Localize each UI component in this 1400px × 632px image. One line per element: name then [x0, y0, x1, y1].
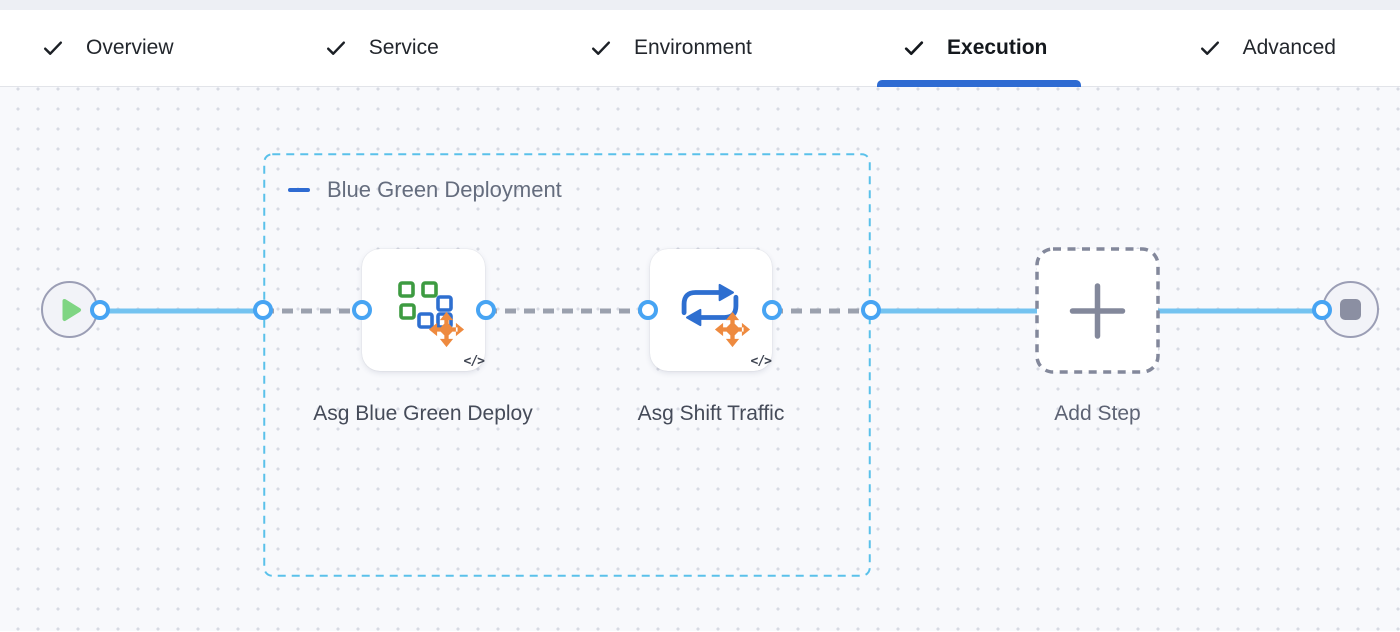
step-group-blue-green-deployment[interactable]: Blue Green Deployment — [263, 153, 871, 577]
connector-port[interactable] — [252, 300, 273, 320]
tab-label: Service — [368, 36, 439, 59]
code-template-icon: </> — [750, 354, 773, 369]
move-arrows-icon — [428, 311, 465, 348]
asg-blue-green-deploy-icon — [398, 281, 453, 329]
connector-port[interactable] — [1311, 300, 1332, 320]
tab-execution[interactable]: Execution — [877, 10, 1082, 87]
move-arrows-icon — [714, 311, 751, 348]
play-icon — [62, 298, 81, 321]
pipeline-canvas[interactable]: Blue Green Deployment </> — [0, 87, 1400, 631]
stop-icon — [1340, 299, 1361, 320]
connector-port[interactable] — [637, 300, 658, 320]
tab-advanced[interactable]: Advanced — [1199, 10, 1336, 86]
tab-label: Environment — [633, 36, 752, 59]
tab-label: Advanced — [1242, 36, 1336, 59]
check-icon — [326, 41, 345, 55]
check-icon — [904, 41, 924, 56]
connector-port[interactable] — [89, 300, 110, 320]
tab-environment[interactable]: Environment — [590, 10, 752, 86]
check-icon — [1200, 41, 1219, 55]
group-header: Blue Green Deployment — [288, 177, 562, 203]
connector-port[interactable] — [475, 300, 496, 320]
step-node-asg-shift-traffic[interactable]: </> — [650, 249, 772, 371]
group-label: Blue Green Deployment — [327, 177, 562, 202]
add-step-dashed-box — [1035, 247, 1160, 374]
tab-service[interactable]: Service — [325, 10, 439, 86]
step-label: Asg Shift Traffic — [637, 402, 785, 425]
tab-overview[interactable]: Overview — [42, 10, 174, 86]
pipeline-end-node — [1322, 281, 1379, 338]
window-top-strip — [0, 0, 1400, 10]
tab-label: Execution — [947, 36, 1048, 59]
step-node-asg-blue-green-deploy[interactable]: </> — [362, 249, 485, 371]
check-icon — [591, 41, 610, 55]
check-icon — [43, 41, 63, 55]
asg-shift-traffic-icon — [681, 283, 739, 327]
pipeline-start-node — [41, 281, 98, 338]
collapse-minus-icon[interactable] — [288, 187, 310, 193]
connector-port[interactable] — [351, 300, 372, 320]
active-tab-indicator — [877, 80, 1082, 87]
connector-port[interactable] — [761, 300, 782, 320]
add-step-button[interactable] — [1035, 247, 1160, 374]
step-label: Asg Blue Green Deploy — [313, 402, 533, 425]
group-dashed-border — [263, 153, 871, 577]
connector-port[interactable] — [860, 300, 881, 320]
plus-icon — [1069, 283, 1126, 339]
add-step-label: Add Step — [1054, 402, 1141, 425]
stage-tab-bar: Overview Service Environment Execution A… — [0, 10, 1400, 87]
tab-label: Overview — [86, 36, 174, 59]
code-template-icon: </> — [463, 354, 486, 369]
